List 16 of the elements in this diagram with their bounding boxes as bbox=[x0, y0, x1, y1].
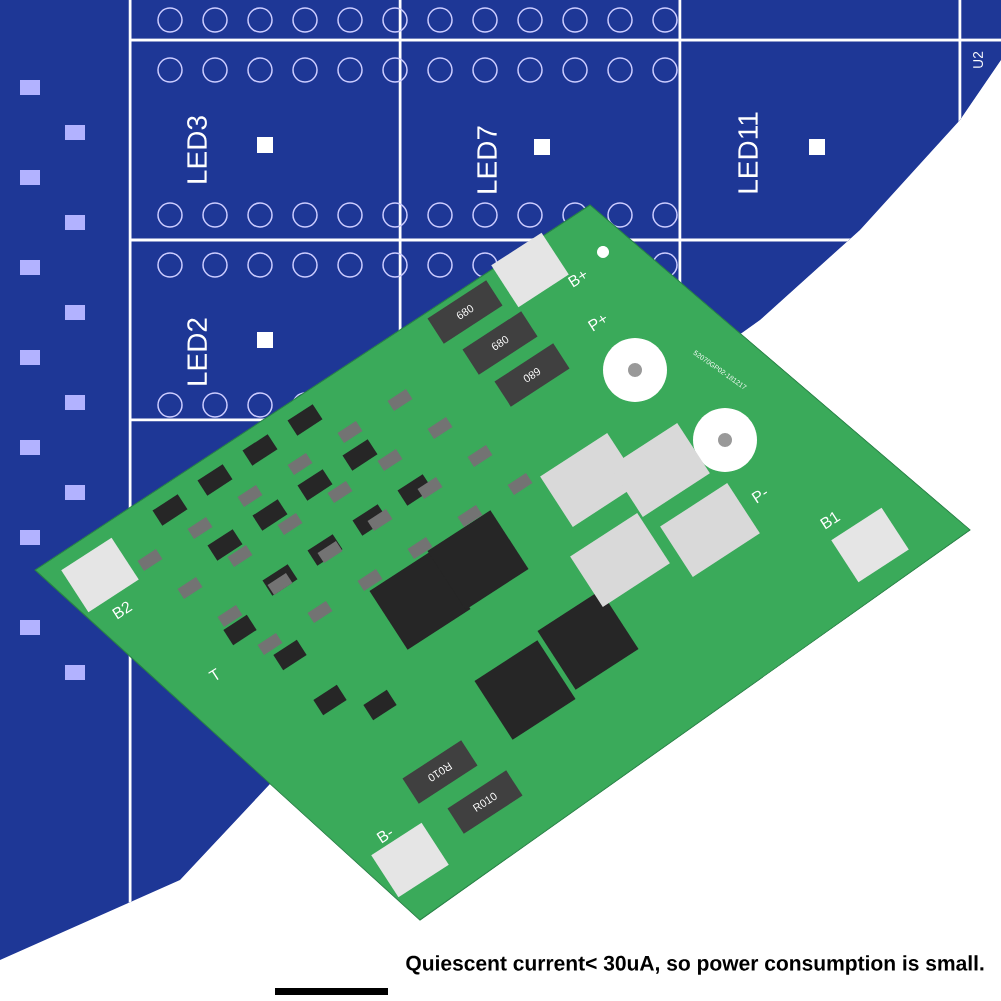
silkscreen-label: LED3 bbox=[187, 116, 207, 183]
silkscreen-label: B+ bbox=[567, 271, 587, 288]
silkscreen-label: B- bbox=[376, 830, 393, 844]
silkscreen-label: LED7 bbox=[477, 126, 497, 193]
resistor-marking: 680 bbox=[456, 304, 474, 319]
silkscreen-label: B2 bbox=[111, 601, 133, 620]
silkscreen-label: T bbox=[208, 667, 219, 680]
silkscreen-label: U2 bbox=[973, 51, 983, 68]
resistor-marking: 680 bbox=[491, 335, 509, 350]
silkscreen-label: LED11 bbox=[738, 112, 758, 193]
resistor-marking: 680 bbox=[523, 368, 541, 382]
silkscreen-label: P- bbox=[751, 490, 768, 504]
silkscreen-label: P+ bbox=[587, 315, 607, 332]
caption-text: Quiescent current< 30uA, so power consumption is small. bbox=[406, 955, 984, 975]
silkscreen-label: LED2 bbox=[187, 318, 207, 385]
silkscreen-label: B1 bbox=[819, 511, 841, 530]
